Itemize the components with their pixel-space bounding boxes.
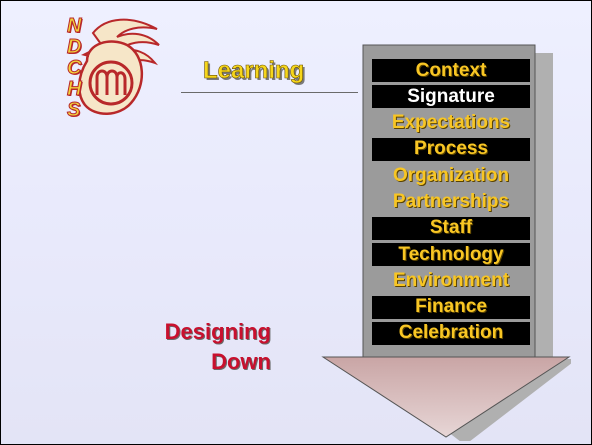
logo-letter-d: D — [66, 36, 82, 59]
list-item: Context — [372, 59, 530, 83]
logo-letter-h: H — [66, 78, 82, 101]
designing-line-1: Designing — [164, 319, 271, 344]
list-item: Environment — [392, 269, 510, 291]
designing-line-2: Down — [211, 349, 271, 374]
heading-underline — [181, 92, 358, 93]
list-item: Staff — [372, 216, 530, 240]
topic-list: Context Signature Expectations Process O… — [368, 59, 534, 348]
designing-down-label: Designing Down — [101, 317, 271, 377]
list-item: Technology — [372, 242, 530, 267]
list-item: Expectations — [391, 112, 511, 134]
list-item: Process — [372, 137, 530, 161]
dove-logo-icon — [78, 18, 160, 115]
list-item: Celebration — [372, 321, 530, 345]
logo-letter-s: S — [66, 99, 81, 122]
ndchs-logo: N D C H S — [31, 11, 171, 126]
list-item: Organization — [392, 164, 510, 186]
list-item: Finance — [372, 295, 530, 319]
list-item: Signature — [372, 85, 530, 109]
learning-heading: Learning — [203, 57, 305, 85]
logo-letter-n: N — [66, 15, 82, 38]
logo-letter-c: C — [66, 57, 82, 80]
list-item: Partnerships — [392, 190, 510, 212]
